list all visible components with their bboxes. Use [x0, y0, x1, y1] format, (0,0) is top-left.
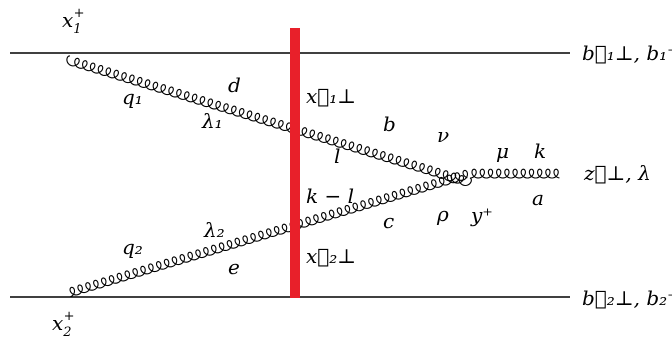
shockwave-bar: [290, 28, 300, 298]
label-c: c: [383, 209, 394, 233]
label-e: e: [228, 255, 240, 279]
label-mu: μ: [496, 139, 509, 163]
label-l: l: [334, 144, 340, 168]
label-q2: q₂: [122, 235, 143, 259]
gluon-outgoing: [469, 168, 560, 179]
label-lambda2: λ₂: [203, 218, 225, 242]
label-a: a: [532, 186, 544, 210]
label-k-minus-l: k − l: [306, 184, 354, 208]
label-z: z⃗⊥, λ: [583, 161, 651, 185]
label-nu: ν: [437, 123, 449, 147]
label-b: b: [383, 112, 396, 136]
label-x1-plus: x1+: [62, 6, 84, 37]
label-d: d: [228, 73, 241, 97]
label-x1perp: x⃗₁⊥: [306, 84, 356, 108]
label-q1: q₁: [122, 85, 143, 109]
label-lambda1: λ₁: [201, 109, 223, 133]
label-rho: ρ: [436, 202, 449, 226]
label-y-plus: y⁺: [470, 203, 493, 227]
label-k: k: [534, 139, 546, 163]
gluon-upper: [66, 55, 472, 187]
label-b2: b⃗₂⊥, b₂⁻: [582, 286, 672, 310]
gluon-lower: [69, 169, 469, 298]
label-b1: b⃗₁⊥, b₁⁻: [582, 41, 672, 65]
label-x2perp: x⃗₂⊥: [306, 244, 356, 268]
label-x2-plus: x2+: [52, 309, 74, 340]
